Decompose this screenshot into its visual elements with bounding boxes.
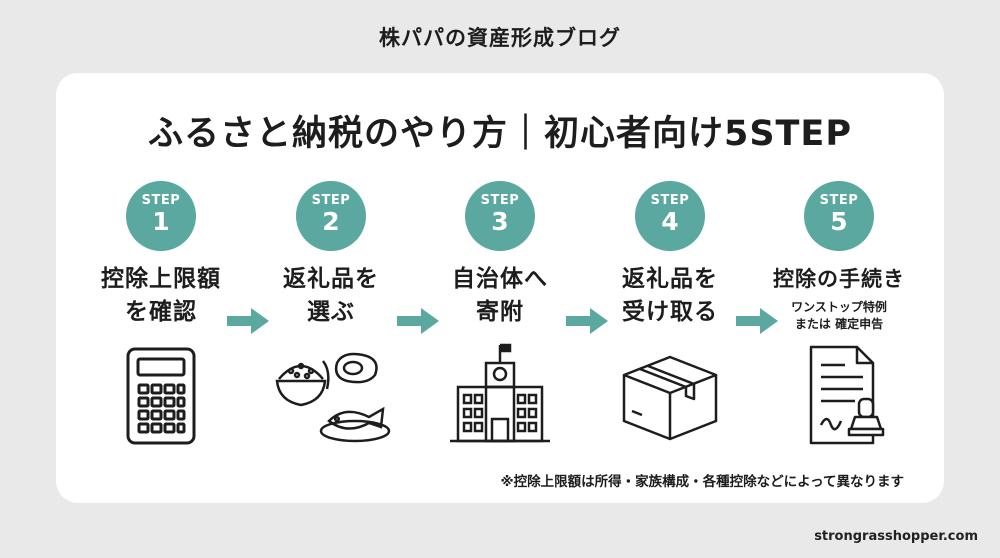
site-url: strongrasshopper.com — [814, 529, 978, 544]
step-title-line: 控除上限額 — [101, 266, 221, 292]
step-4-title: 返礼品を 受け取る — [585, 263, 755, 329]
step-title-line: 受け取る — [622, 299, 718, 325]
main-title: ふるさと納税のやり方｜初心者向け5STEP — [148, 114, 852, 154]
step-sub-line: または 確定申告 — [794, 317, 884, 331]
infographic-card: ふるさと納税のやり方｜初心者向け5STEP STEP 1 控除上限額 を確認 S… — [56, 73, 944, 503]
step-number: 2 — [322, 207, 340, 236]
step-title-line: 自治体へ — [452, 266, 548, 292]
step-1-badge: STEP 1 — [126, 181, 196, 251]
step-2-title: 返礼品を 選ぶ — [246, 263, 416, 329]
step-label: STEP — [311, 193, 351, 208]
blog-title: 株パパの資産形成ブログ — [379, 26, 621, 50]
arrow-right-icon — [397, 308, 439, 334]
gift-food-icon — [275, 352, 391, 443]
step-5-subtitle: ワンストップ特例 または 確定申告 — [754, 299, 924, 333]
step-3-title: 自治体へ 寄附 — [415, 263, 585, 329]
arrow-right-icon — [736, 308, 778, 334]
step-number: 4 — [661, 207, 679, 236]
footnote: ※控除上限額は所得・家族構成・各種控除などによって異なります — [500, 474, 904, 490]
step-4-badge: STEP 4 — [635, 181, 705, 251]
step-5-badge: STEP 5 — [804, 181, 874, 251]
step-title-line: を確認 — [125, 299, 197, 325]
step-label: STEP — [141, 193, 181, 208]
step-title-line: 寄附 — [476, 299, 524, 325]
city-hall-icon — [450, 343, 550, 443]
step-number: 1 — [152, 207, 170, 236]
step-2-badge: STEP 2 — [296, 181, 366, 251]
document-stamp-icon — [809, 345, 885, 445]
calculator-icon — [126, 347, 196, 445]
arrow-right-icon — [566, 308, 608, 334]
step-1-title: 控除上限額 を確認 — [76, 263, 246, 329]
step-5-title: 控除の手続き — [773, 267, 905, 291]
step-sub-line: ワンストップ特例 — [791, 300, 887, 314]
step-title-line: 返礼品を — [283, 266, 379, 292]
step-number: 5 — [830, 207, 848, 236]
step-title-line: 返礼品を — [622, 266, 718, 292]
step-label: STEP — [650, 193, 690, 208]
arrow-right-icon — [227, 308, 269, 334]
box-icon — [622, 355, 718, 441]
step-title-line: 選ぶ — [307, 299, 355, 325]
step-number: 3 — [491, 207, 509, 236]
step-label: STEP — [819, 193, 859, 208]
step-label: STEP — [480, 193, 520, 208]
step-3-badge: STEP 3 — [465, 181, 535, 251]
